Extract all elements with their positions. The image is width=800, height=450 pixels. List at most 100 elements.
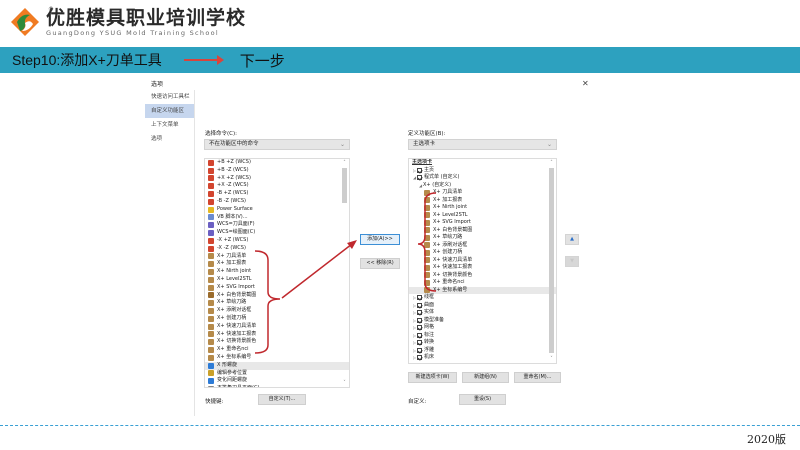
- ribbon-tree-item[interactable]: X+ 重命名nci: [409, 279, 556, 287]
- choose-commands-select[interactable]: 不在功能区中的命令 ⌄: [204, 139, 350, 150]
- command-list-item[interactable]: X+ 切换背景颜色: [205, 338, 349, 346]
- expand-icon[interactable]: ▷: [412, 317, 417, 323]
- scroll-down-icon[interactable]: ˅: [550, 356, 553, 362]
- command-list-item[interactable]: +X -Z (WCS): [205, 182, 349, 190]
- command-list-item[interactable]: X+ 快速加工报表: [205, 331, 349, 339]
- command-list-item[interactable]: X+ 创建刀柄: [205, 315, 349, 323]
- command-list-item[interactable]: 不等角刀具平面(C): [205, 385, 349, 387]
- ribbon-tree-item[interactable]: X+ 快速刀具清单: [409, 257, 556, 265]
- ribbon-tree-item[interactable]: X+ 坐标系编号: [409, 286, 556, 294]
- command-list-item[interactable]: +B -Z (WCS): [205, 167, 349, 175]
- expand-icon[interactable]: ▷: [412, 167, 417, 173]
- command-list-item[interactable]: X+ 刀具清单: [205, 253, 349, 261]
- command-list-item[interactable]: X+ Level2STL: [205, 276, 349, 284]
- ribbon-tree-item[interactable]: ▷浮雕: [409, 347, 556, 355]
- expand-icon[interactable]: ▷: [412, 295, 417, 300]
- ribbon-tree-item[interactable]: X+ Level2STL: [409, 212, 556, 220]
- ribbon-tree-item[interactable]: X+ SVG Import: [409, 219, 556, 227]
- ribbon-tree-item[interactable]: X+ 白色背景截图: [409, 227, 556, 235]
- ribbon-tree-item[interactable]: X+ 快速加工报表: [409, 264, 556, 272]
- reset-button[interactable]: 重设(S): [459, 394, 506, 405]
- tab-checkbox[interactable]: [417, 347, 422, 353]
- ribbon-tree-item[interactable]: X+ 创建刀柄: [409, 249, 556, 257]
- expand-icon[interactable]: ▷: [412, 302, 417, 308]
- tab-checkbox[interactable]: [417, 310, 422, 316]
- tab-checkbox[interactable]: [417, 302, 422, 308]
- command-list-item[interactable]: 编辑参考位置: [205, 370, 349, 378]
- remove-button[interactable]: << 移除(R): [360, 258, 400, 269]
- command-list-item[interactable]: X+ 加工报表: [205, 260, 349, 268]
- ribbon-tree-item[interactable]: ▷模型准备: [409, 317, 556, 325]
- command-list-item[interactable]: X+ 坐标系编号: [205, 354, 349, 362]
- ribbon-tree-item[interactable]: X+ 切换背景颜色: [409, 272, 556, 280]
- command-list-item[interactable]: +X +Z (WCS): [205, 175, 349, 183]
- expand-icon[interactable]: ▷: [412, 355, 417, 360]
- command-list-item[interactable]: X+ 添刷对话框: [205, 307, 349, 315]
- ribbon-tree-item[interactable]: ▷转换: [409, 339, 556, 347]
- ribbon-tree-item[interactable]: ◢程式单 (自定义): [409, 174, 556, 182]
- tab-checkbox[interactable]: [417, 295, 422, 301]
- ribbon-tabs-select[interactable]: 主选项卡 ⌄: [408, 139, 557, 150]
- close-icon[interactable]: ✕: [582, 79, 589, 88]
- ribbon-tree-item[interactable]: ▷线框: [409, 294, 556, 302]
- ribbon-tree-item[interactable]: X+ 刀具清单: [409, 189, 556, 197]
- command-list-item[interactable]: X+ 白色背景截图: [205, 292, 349, 300]
- command-list-item[interactable]: VB 脚本(V)...: [205, 214, 349, 222]
- scroll-up-icon[interactable]: ˄: [550, 160, 553, 166]
- tab-checkbox[interactable]: [417, 355, 422, 361]
- expand-icon[interactable]: ▷: [412, 325, 417, 330]
- command-list-item[interactable]: 变化间距螺旋: [205, 377, 349, 385]
- command-list-item[interactable]: X+ 重命名nci: [205, 346, 349, 354]
- command-list-item[interactable]: +B +Z (WCS): [205, 159, 349, 167]
- command-list-item[interactable]: X+ SVG Import: [205, 284, 349, 292]
- collapse-icon[interactable]: ◢: [412, 175, 417, 180]
- new-group-button[interactable]: 新建组(N): [462, 372, 509, 383]
- scroll-up-icon[interactable]: ˄: [343, 160, 346, 166]
- customize-shortcut-button[interactable]: 自定义(T)...: [258, 394, 306, 405]
- ribbon-tree-item[interactable]: X+ 加工报表: [409, 197, 556, 205]
- rename-button[interactable]: 重命名(M)...: [514, 372, 561, 383]
- ribbon-tree-item[interactable]: ▷标注: [409, 332, 556, 340]
- nav-item-quick-access[interactable]: 快速访问工具栏: [151, 94, 190, 100]
- ribbon-tree-item[interactable]: ▷主页: [409, 167, 556, 175]
- nav-item-customize-ribbon[interactable]: 自定义功能区: [145, 104, 194, 118]
- expand-icon[interactable]: ▷: [412, 310, 417, 315]
- command-list-item[interactable]: -B +Z (WCS): [205, 190, 349, 198]
- expand-icon[interactable]: ▷: [412, 347, 417, 353]
- ribbon-tree-item[interactable]: ▷曲面: [409, 302, 556, 310]
- expand-icon[interactable]: ▷: [412, 340, 417, 345]
- command-list-item[interactable]: X+ 草绘刀路: [205, 299, 349, 307]
- command-list-item[interactable]: X+ 快速刀具清单: [205, 323, 349, 331]
- new-tab-button[interactable]: 新建选项卡(W): [408, 372, 457, 383]
- move-down-button[interactable]: ▼: [565, 256, 579, 267]
- ribbon-tree-item[interactable]: ▷网格: [409, 324, 556, 332]
- move-up-button[interactable]: ▲: [565, 234, 579, 245]
- tree-scrollbar[interactable]: ˄ ˅: [548, 160, 555, 362]
- expand-icon[interactable]: ▷: [412, 332, 417, 338]
- ribbon-tree-item[interactable]: ▷实体: [409, 309, 556, 317]
- collapse-icon[interactable]: ◢: [418, 182, 423, 188]
- ribbon-tree-item[interactable]: X+ 草绘刀路: [409, 234, 556, 242]
- commands-listbox[interactable]: +B +Z (WCS)+B -Z (WCS)+X +Z (WCS)+X -Z (…: [204, 158, 350, 388]
- command-list-item[interactable]: X 形螺旋: [205, 361, 349, 370]
- add-button[interactable]: 添加(A)>>: [360, 234, 400, 245]
- ribbon-tree-item[interactable]: X+ 添刷对话框: [409, 242, 556, 250]
- nav-item-options[interactable]: 选项: [151, 136, 163, 142]
- tab-checkbox[interactable]: [417, 175, 422, 181]
- ribbon-tree-item[interactable]: ◢X+ (自定义): [409, 182, 556, 190]
- ribbon-tree-item[interactable]: ▷机床: [409, 354, 556, 362]
- command-list-item[interactable]: -B -Z (WCS): [205, 198, 349, 206]
- scroll-thumb[interactable]: [342, 168, 347, 203]
- command-list-item[interactable]: -X -Z (WCS): [205, 245, 349, 253]
- commands-scrollbar[interactable]: ˄ ˅: [341, 160, 348, 386]
- command-list-item[interactable]: -X +Z (WCS): [205, 237, 349, 245]
- command-list-item[interactable]: X+ Nirth joint: [205, 268, 349, 276]
- command-list-item[interactable]: WCS=刀具面(F): [205, 221, 349, 229]
- tab-checkbox[interactable]: [417, 167, 422, 173]
- tab-checkbox[interactable]: [417, 317, 422, 323]
- command-list-item[interactable]: Power Surface: [205, 206, 349, 214]
- scroll-thumb[interactable]: [549, 168, 554, 353]
- nav-item-context-menu[interactable]: 上下文菜单: [151, 122, 179, 128]
- scroll-down-icon[interactable]: ˅: [343, 380, 346, 386]
